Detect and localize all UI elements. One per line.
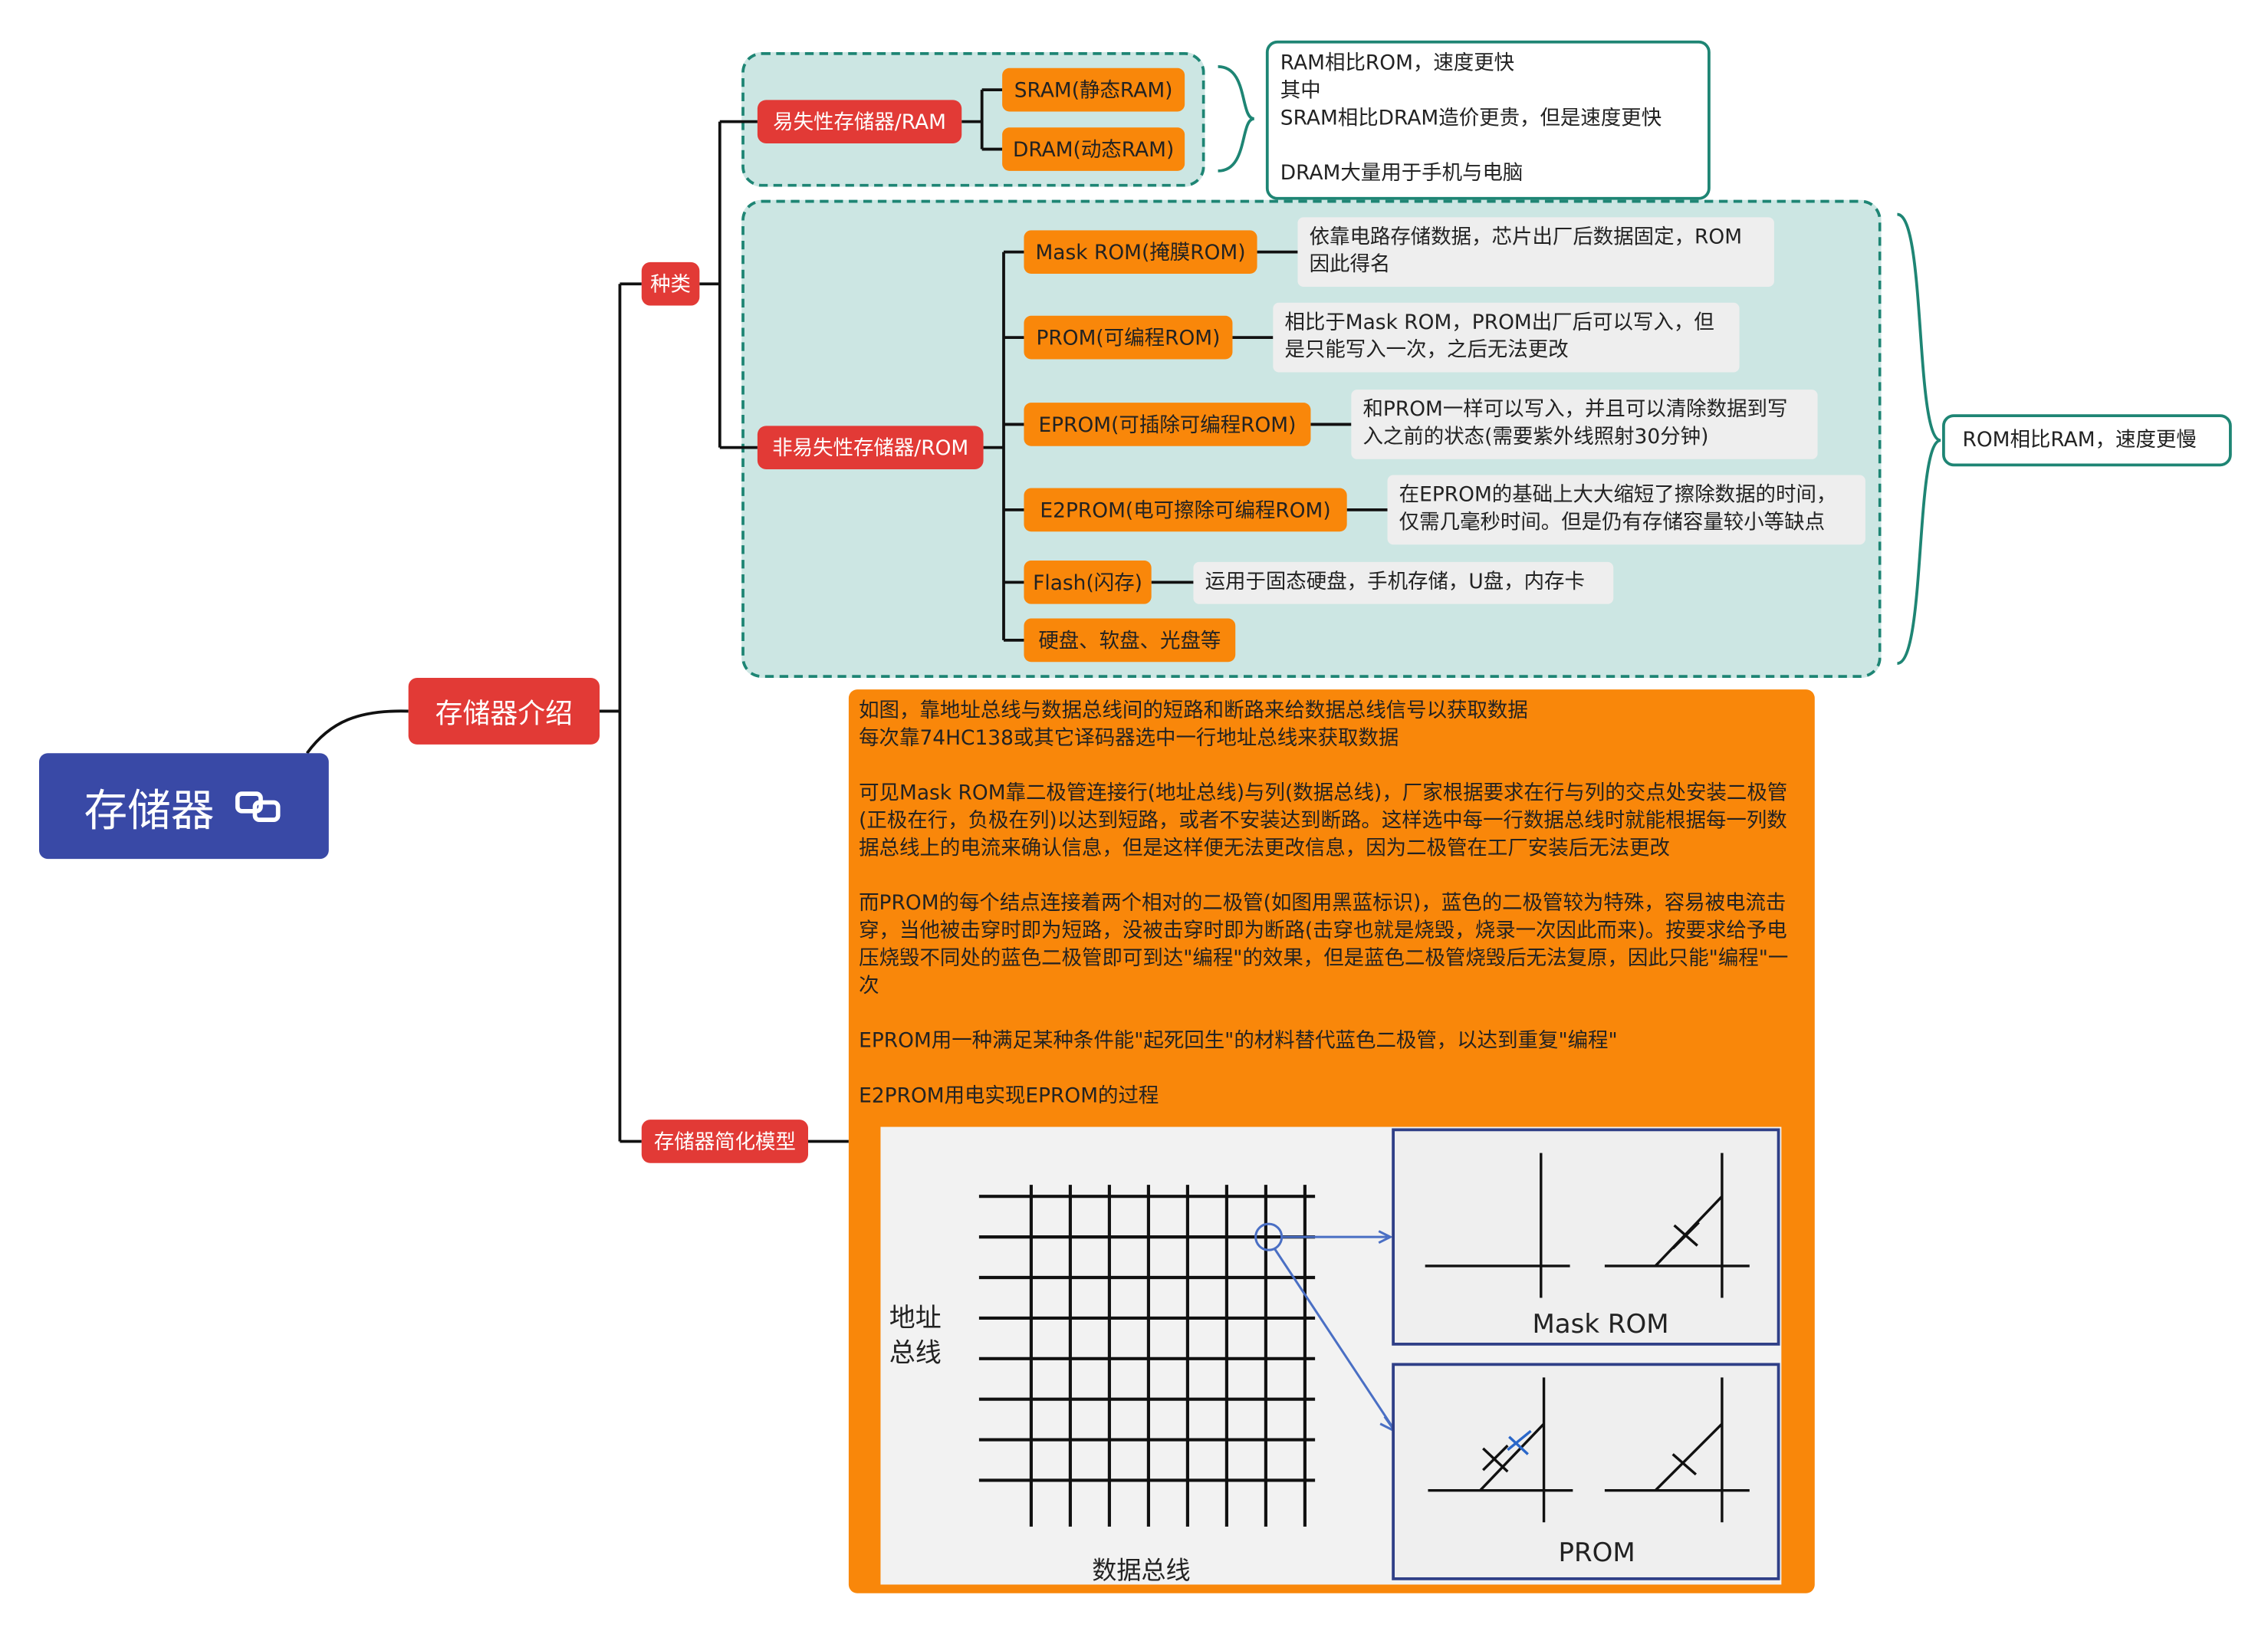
e2prom-node[interactable]: E2PROM(电可擦除可编程ROM) bbox=[1024, 488, 1347, 532]
prom-node[interactable]: PROM(可编程ROM) bbox=[1024, 315, 1233, 360]
rom-summary-callout: ROM相比RAM，速度更慢 bbox=[1942, 414, 2232, 467]
circuit-diagram: 地址 总线 数据总线 Mask ROM PROM bbox=[889, 1128, 1780, 1585]
disk-node[interactable]: 硬盘、软盘、光盘等 bbox=[1024, 618, 1236, 663]
rom-circuit-figure: 地址 总线 数据总线 Mask ROM PROM bbox=[880, 1126, 1782, 1585]
eprom-node[interactable]: EPROM(可插除可编程ROM) bbox=[1024, 403, 1311, 446]
intro-node[interactable]: 存储器介绍 bbox=[408, 678, 600, 745]
intro-label: 存储器介绍 bbox=[435, 697, 574, 730]
flash-label: Flash(闪存) bbox=[1033, 572, 1142, 596]
eprom-label: EPROM(可插除可编程ROM) bbox=[1038, 414, 1297, 438]
ram-summary-callout: RAM相比ROM，速度更快 其中 SRAM相比DRAM造价更贵，但是速度更快 D… bbox=[1265, 40, 1711, 200]
prom-label: PROM(可编程ROM) bbox=[1036, 327, 1221, 351]
types-label: 种类 bbox=[650, 274, 692, 298]
prom-note: 相比于Mask ROM，PROM出厂后可以写入，但 是只能写入一次，之后无法更改 bbox=[1273, 302, 1740, 373]
flash-node[interactable]: Flash(闪存) bbox=[1024, 561, 1152, 604]
eprom-note: 和PROM一样可以写入，并且可以清除数据到写 入之前的状态(需要紫外线照射30分… bbox=[1351, 390, 1818, 459]
mask-rom-panel-label: Mask ROM bbox=[1532, 1309, 1668, 1340]
model-paragraph-1: 如图，靠地址总线与数据总线间的短路和断路来给数据总线信号以获取数据 每次靠74H… bbox=[859, 699, 1528, 751]
disk-label: 硬盘、软盘、光盘等 bbox=[1038, 630, 1221, 653]
model-paragraph-3: 而PROM的每个结点连接着两个相对的二极管(如图用黑蓝标识)，蓝色的二极管较为特… bbox=[859, 892, 1789, 998]
dram-label: DRAM(动态RAM) bbox=[1012, 139, 1175, 163]
ram-node[interactable]: 易失性存储器/RAM bbox=[757, 100, 962, 144]
data-bus-label: 数据总线 bbox=[1092, 1556, 1190, 1585]
model-paragraph-2: 可见Mask ROM靠二极管连接行(地址总线)与列(数据总线)，厂家根据要求在行… bbox=[859, 782, 1788, 861]
root-node[interactable]: 存储器 bbox=[39, 753, 329, 860]
address-bus-label: 地址 bbox=[889, 1303, 942, 1333]
e2prom-label: E2PROM(电可擦除可编程ROM) bbox=[1040, 499, 1331, 523]
model-label: 存储器简化模型 bbox=[653, 1131, 796, 1155]
mask-rom-panel bbox=[1392, 1128, 1780, 1346]
root-label: 存储器 bbox=[84, 785, 215, 837]
ram-label: 易失性存储器/RAM bbox=[773, 111, 946, 135]
mask-rom-node[interactable]: Mask ROM(掩膜ROM) bbox=[1024, 230, 1257, 275]
sram-node[interactable]: SRAM(静态RAM) bbox=[1002, 67, 1185, 112]
model-paragraph-5: E2PROM用电实现EPROM的过程 bbox=[859, 1084, 1159, 1109]
address-bus-label-line2: 总线 bbox=[889, 1338, 942, 1369]
dram-node[interactable]: DRAM(动态RAM) bbox=[1002, 127, 1185, 171]
types-node[interactable]: 种类 bbox=[641, 261, 700, 306]
flash-note: 运用于固态硬盘，手机存储，U盘，内存卡 bbox=[1193, 561, 1614, 604]
prom-panel bbox=[1392, 1363, 1780, 1580]
rom-label: 非易失性存储器/ROM bbox=[772, 437, 969, 461]
prom-panel-label: PROM bbox=[1558, 1537, 1635, 1568]
mask-rom-note: 依靠电路存储数据，芯片出厂后数据固定，ROM 因此得名 bbox=[1297, 217, 1774, 288]
link-icon bbox=[235, 788, 284, 825]
sram-label: SRAM(静态RAM) bbox=[1014, 79, 1173, 104]
model-paragraph-4: EPROM用一种满足某种条件能"起死回生"的材料替代蓝色二极管，以达到重复"编程… bbox=[859, 1030, 1618, 1054]
e2prom-note: 在EPROM的基础上大大缩短了擦除数据的时间， 仅需几毫秒时间。但是仍有存储容量… bbox=[1387, 475, 1865, 545]
model-node[interactable]: 存储器简化模型 bbox=[641, 1120, 809, 1163]
rom-node[interactable]: 非易失性存储器/ROM bbox=[757, 426, 984, 470]
mask-rom-label: Mask ROM(掩膜ROM) bbox=[1035, 242, 1246, 265]
